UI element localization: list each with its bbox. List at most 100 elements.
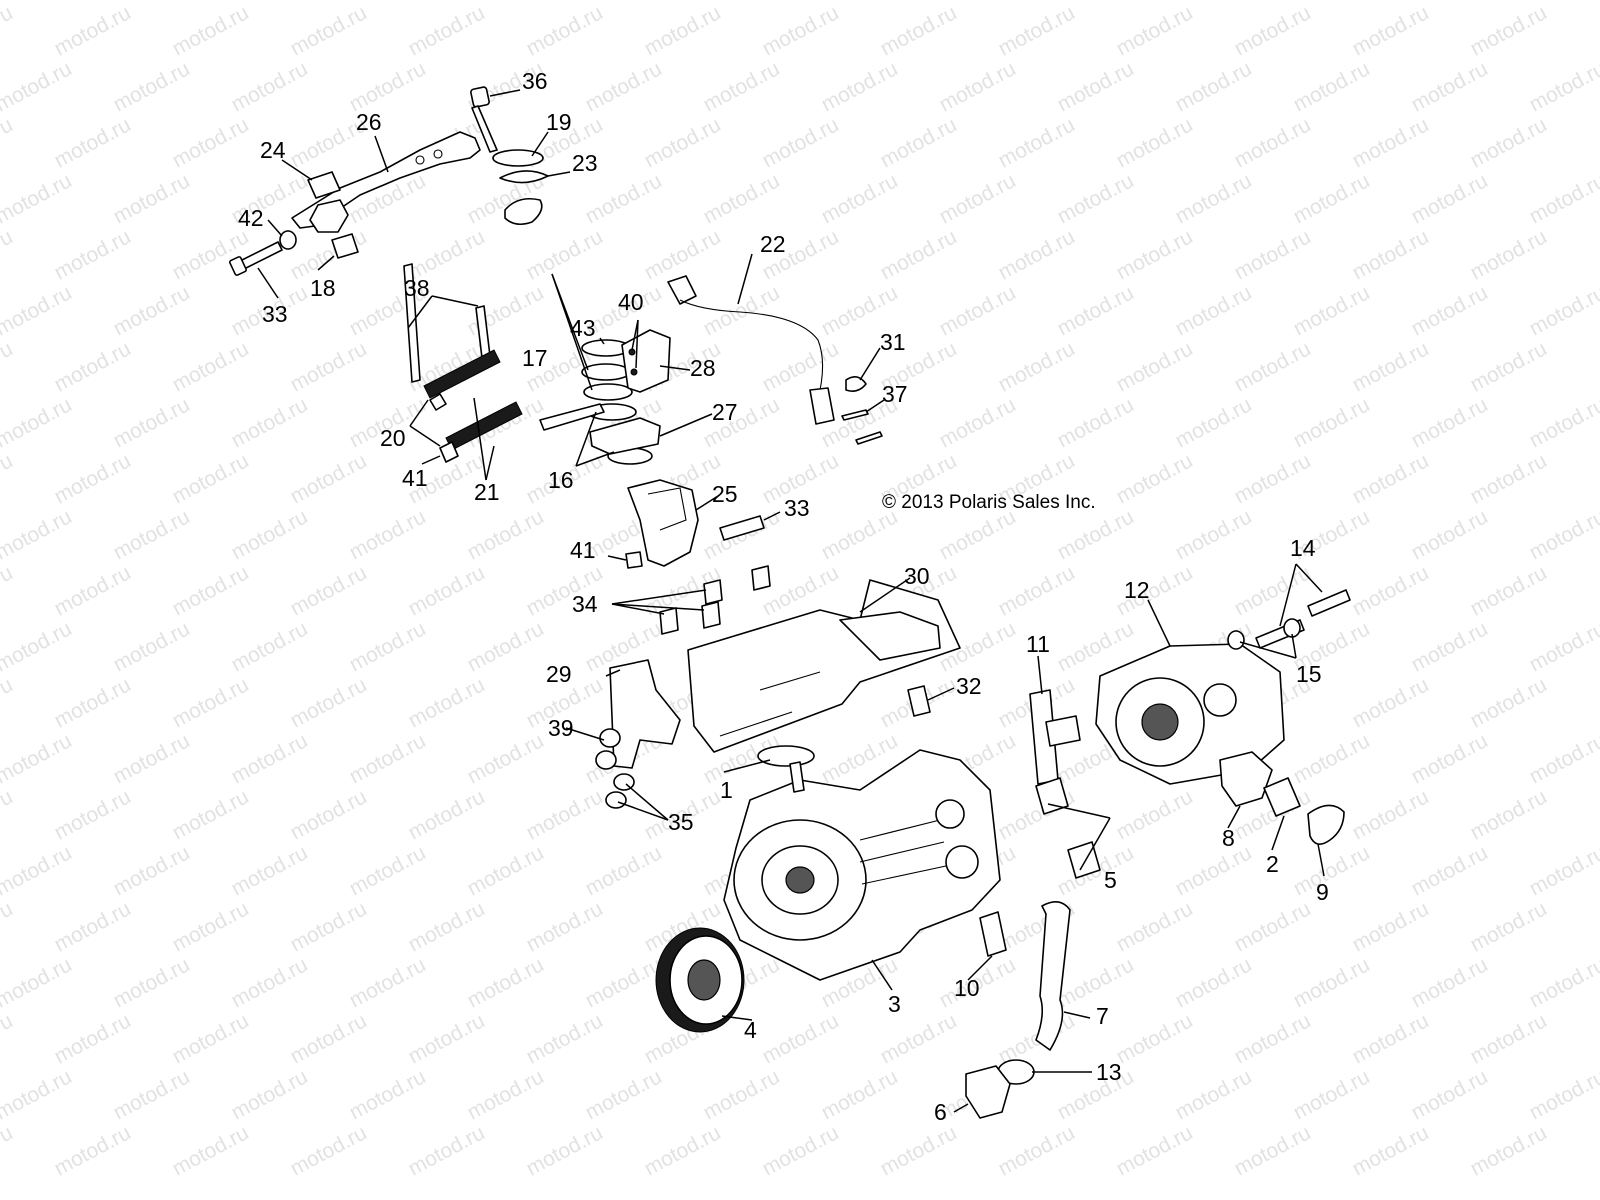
part-14-bolt-b (1307, 589, 1351, 617)
watermark-text: motod.ru (1467, 449, 1551, 508)
watermark-text: motod.ru (759, 1, 843, 60)
watermark-text: motod.ru (287, 1121, 371, 1180)
watermark-text: motod.ru (936, 57, 1020, 116)
watermark-text: motod.ru (1526, 953, 1600, 1012)
watermark-text: motod.ru (0, 505, 76, 564)
part-15-washer-a (1227, 630, 1245, 650)
watermark-text: motod.ru (523, 785, 607, 844)
watermark-text: motod.ru (1113, 225, 1197, 284)
callout-18: 18 (310, 275, 336, 301)
watermark-text: motod.ru (700, 169, 784, 228)
part-23-clip-lower (504, 197, 543, 226)
watermark-text: motod.ru (1231, 225, 1315, 284)
callout-34: 34 (572, 591, 598, 617)
watermark-text: motod.ru (405, 897, 489, 956)
callout-9: 9 (1316, 879, 1329, 905)
watermark-text: motod.ru (405, 1009, 489, 1068)
watermark-text: motod.ru (169, 1121, 253, 1180)
watermark-text: motod.ru (1349, 449, 1433, 508)
watermark-text: motod.ru (936, 169, 1020, 228)
watermark-text: motod.ru (1290, 57, 1374, 116)
watermark-text: motod.ru (110, 729, 194, 788)
watermark-text: motod.ru (1172, 1065, 1256, 1124)
watermark-text: motod.ru (1231, 1121, 1315, 1180)
part-17-washer-a (581, 363, 631, 381)
watermark-text: motod.ru (0, 785, 17, 844)
callout-37: 37 (882, 381, 908, 407)
watermark-text: motod.ru (1408, 169, 1492, 228)
watermark-text: motod.ru (818, 57, 902, 116)
callout-19: 19 (546, 109, 572, 135)
watermark-text: motod.ru (1408, 953, 1492, 1012)
watermark-text: motod.ru (405, 1, 489, 60)
watermark-text: motod.ru (1408, 393, 1492, 452)
watermark-text: motod.ru (228, 505, 312, 564)
watermark-text: motod.ru (1408, 1065, 1492, 1124)
watermark-text: motod.ru (1231, 337, 1315, 396)
watermark-text: motod.ru (51, 225, 135, 284)
callout-11: 11 (1026, 631, 1050, 657)
part-5-fitting-b (1067, 841, 1101, 879)
watermark-text: motod.ru (1172, 169, 1256, 228)
watermark-text: motod.ru (1408, 729, 1492, 788)
watermark-text: motod.ru (110, 281, 194, 340)
watermark-text: motod.ru (51, 561, 135, 620)
watermark-text: motod.ru (228, 393, 312, 452)
watermark-text: motod.ru (1054, 169, 1138, 228)
watermark-text: motod.ru (51, 113, 135, 172)
watermark-text: motod.ru (1349, 1, 1433, 60)
watermark-text: motod.ru (287, 337, 371, 396)
watermark-text: motod.ru (582, 1065, 666, 1124)
watermark-text: motod.ru (1526, 841, 1600, 900)
watermark-text: motod.ru (1054, 393, 1138, 452)
watermark-text: motod.ru (110, 393, 194, 452)
watermark-text: motod.ru (877, 1009, 961, 1068)
watermark-text: motod.ru (1467, 1009, 1551, 1068)
watermark-text: motod.ru (0, 841, 76, 900)
part-40-pin-b (630, 368, 638, 376)
part-42-washer (279, 230, 297, 250)
watermark-text: motod.ru (1113, 785, 1197, 844)
watermark-text: motod.ru (1408, 841, 1492, 900)
watermark-text: motod.ru (1526, 1065, 1600, 1124)
part-7-hose (1035, 901, 1071, 1051)
watermark-text: motod.ru (995, 337, 1079, 396)
part-31-grommet (845, 376, 867, 392)
watermark-text: motod.ru (169, 1, 253, 60)
watermark-text: motod.ru (1290, 169, 1374, 228)
watermark-text: motod.ru (1349, 1009, 1433, 1068)
watermark-text: motod.ru (1349, 785, 1433, 844)
watermark-text: motod.ru (1172, 393, 1256, 452)
watermark-text: motod.ru (1349, 561, 1433, 620)
callout-33-mid: 33 (784, 495, 810, 521)
callout-33-top: 33 (262, 301, 288, 327)
callout-42: 42 (238, 205, 264, 231)
watermark-text: motod.ru (110, 169, 194, 228)
watermark-text: motod.ru (0, 449, 17, 508)
watermark-text: motod.ru (287, 673, 371, 732)
watermark-text: motod.ru (169, 561, 253, 620)
watermark-text: motod.ru (0, 225, 17, 284)
part-16-lever (539, 403, 605, 431)
watermark-text: motod.ru (1526, 57, 1600, 116)
callout-20: 20 (380, 425, 406, 451)
watermark-text: motod.ru (641, 225, 725, 284)
watermark-text: motod.ru (169, 785, 253, 844)
watermark-text: motod.ru (346, 729, 430, 788)
watermark-text: motod.ru (1349, 1121, 1433, 1180)
watermark-text: motod.ru (936, 281, 1020, 340)
watermark-text: motod.ru (1467, 1121, 1551, 1180)
watermark-text: motod.ru (405, 1121, 489, 1180)
callout-35: 35 (668, 809, 694, 835)
watermark-text: motod.ru (110, 841, 194, 900)
watermark-text: motod.ru (110, 953, 194, 1012)
leader-lines (257, 89, 1325, 1113)
watermark-text: motod.ru (582, 57, 666, 116)
callout-31: 31 (880, 329, 906, 355)
watermark-text: motod.ru (759, 337, 843, 396)
watermark-text: motod.ru (700, 57, 784, 116)
part-21-spring-upper (423, 349, 501, 399)
watermark-text: motod.ru (0, 1121, 17, 1180)
